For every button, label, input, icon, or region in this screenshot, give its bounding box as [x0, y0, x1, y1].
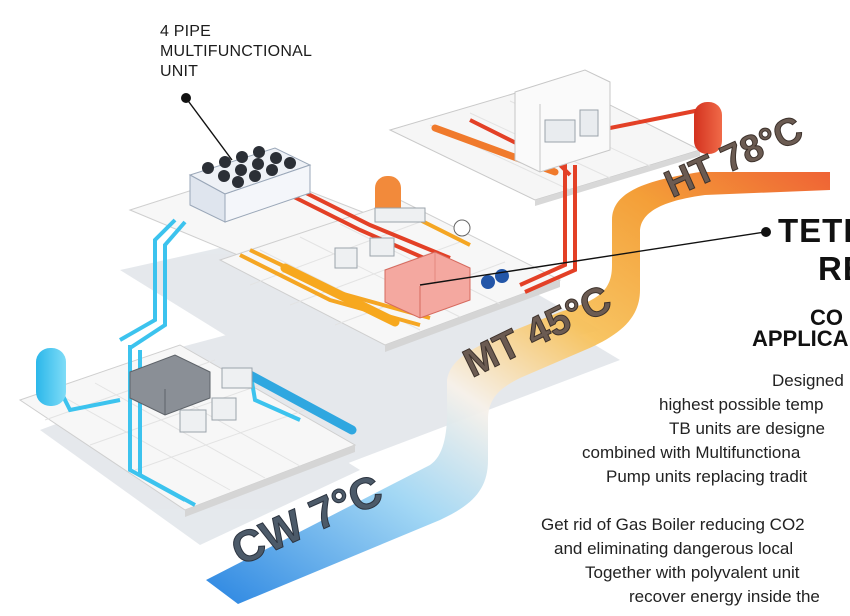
body-line: and eliminating dangerous local [554, 539, 794, 558]
multifunctional-unit [188, 146, 312, 223]
heading-pointer [419, 227, 771, 286]
body-line: combined with Multifunctiona [582, 443, 801, 462]
callout-line: UNIT [160, 63, 199, 80]
heat-pump-module [384, 251, 471, 319]
callout-line: MULTIFUNCTIONAL [160, 43, 313, 60]
body-line: Pump units replacing tradit [606, 467, 808, 486]
body-line: TB units are designe [669, 419, 825, 438]
cold-pipe-long [245, 370, 357, 435]
room-equipment-middle [334, 207, 426, 269]
body-line: Together with polyvalent unit [585, 563, 800, 582]
callout-leader [181, 93, 233, 161]
body-line: Designed [772, 371, 844, 390]
subheading-line-2: APPLICA [752, 326, 849, 351]
subheading-line-1: CO [810, 305, 843, 330]
air-handling-unit [129, 354, 211, 416]
cold-tank [36, 348, 66, 406]
callout-line: 4 PIPE [160, 23, 212, 40]
room-equipment-bottom [179, 367, 253, 433]
medium-pipe-long [280, 263, 400, 327]
heading-line-2: RE [818, 250, 850, 287]
body-line: highest possible temp [659, 395, 824, 414]
temperature-ribbon [206, 172, 830, 604]
hot-tank [694, 102, 722, 154]
body-line: Get rid of Gas Boiler reducing CO2 [541, 515, 805, 534]
body-line: recover energy inside the [629, 587, 820, 606]
unit-callout: 4 PIPE MULTIFUNCTIONAL UNIT [160, 22, 312, 82]
hot-water-room [514, 69, 611, 173]
